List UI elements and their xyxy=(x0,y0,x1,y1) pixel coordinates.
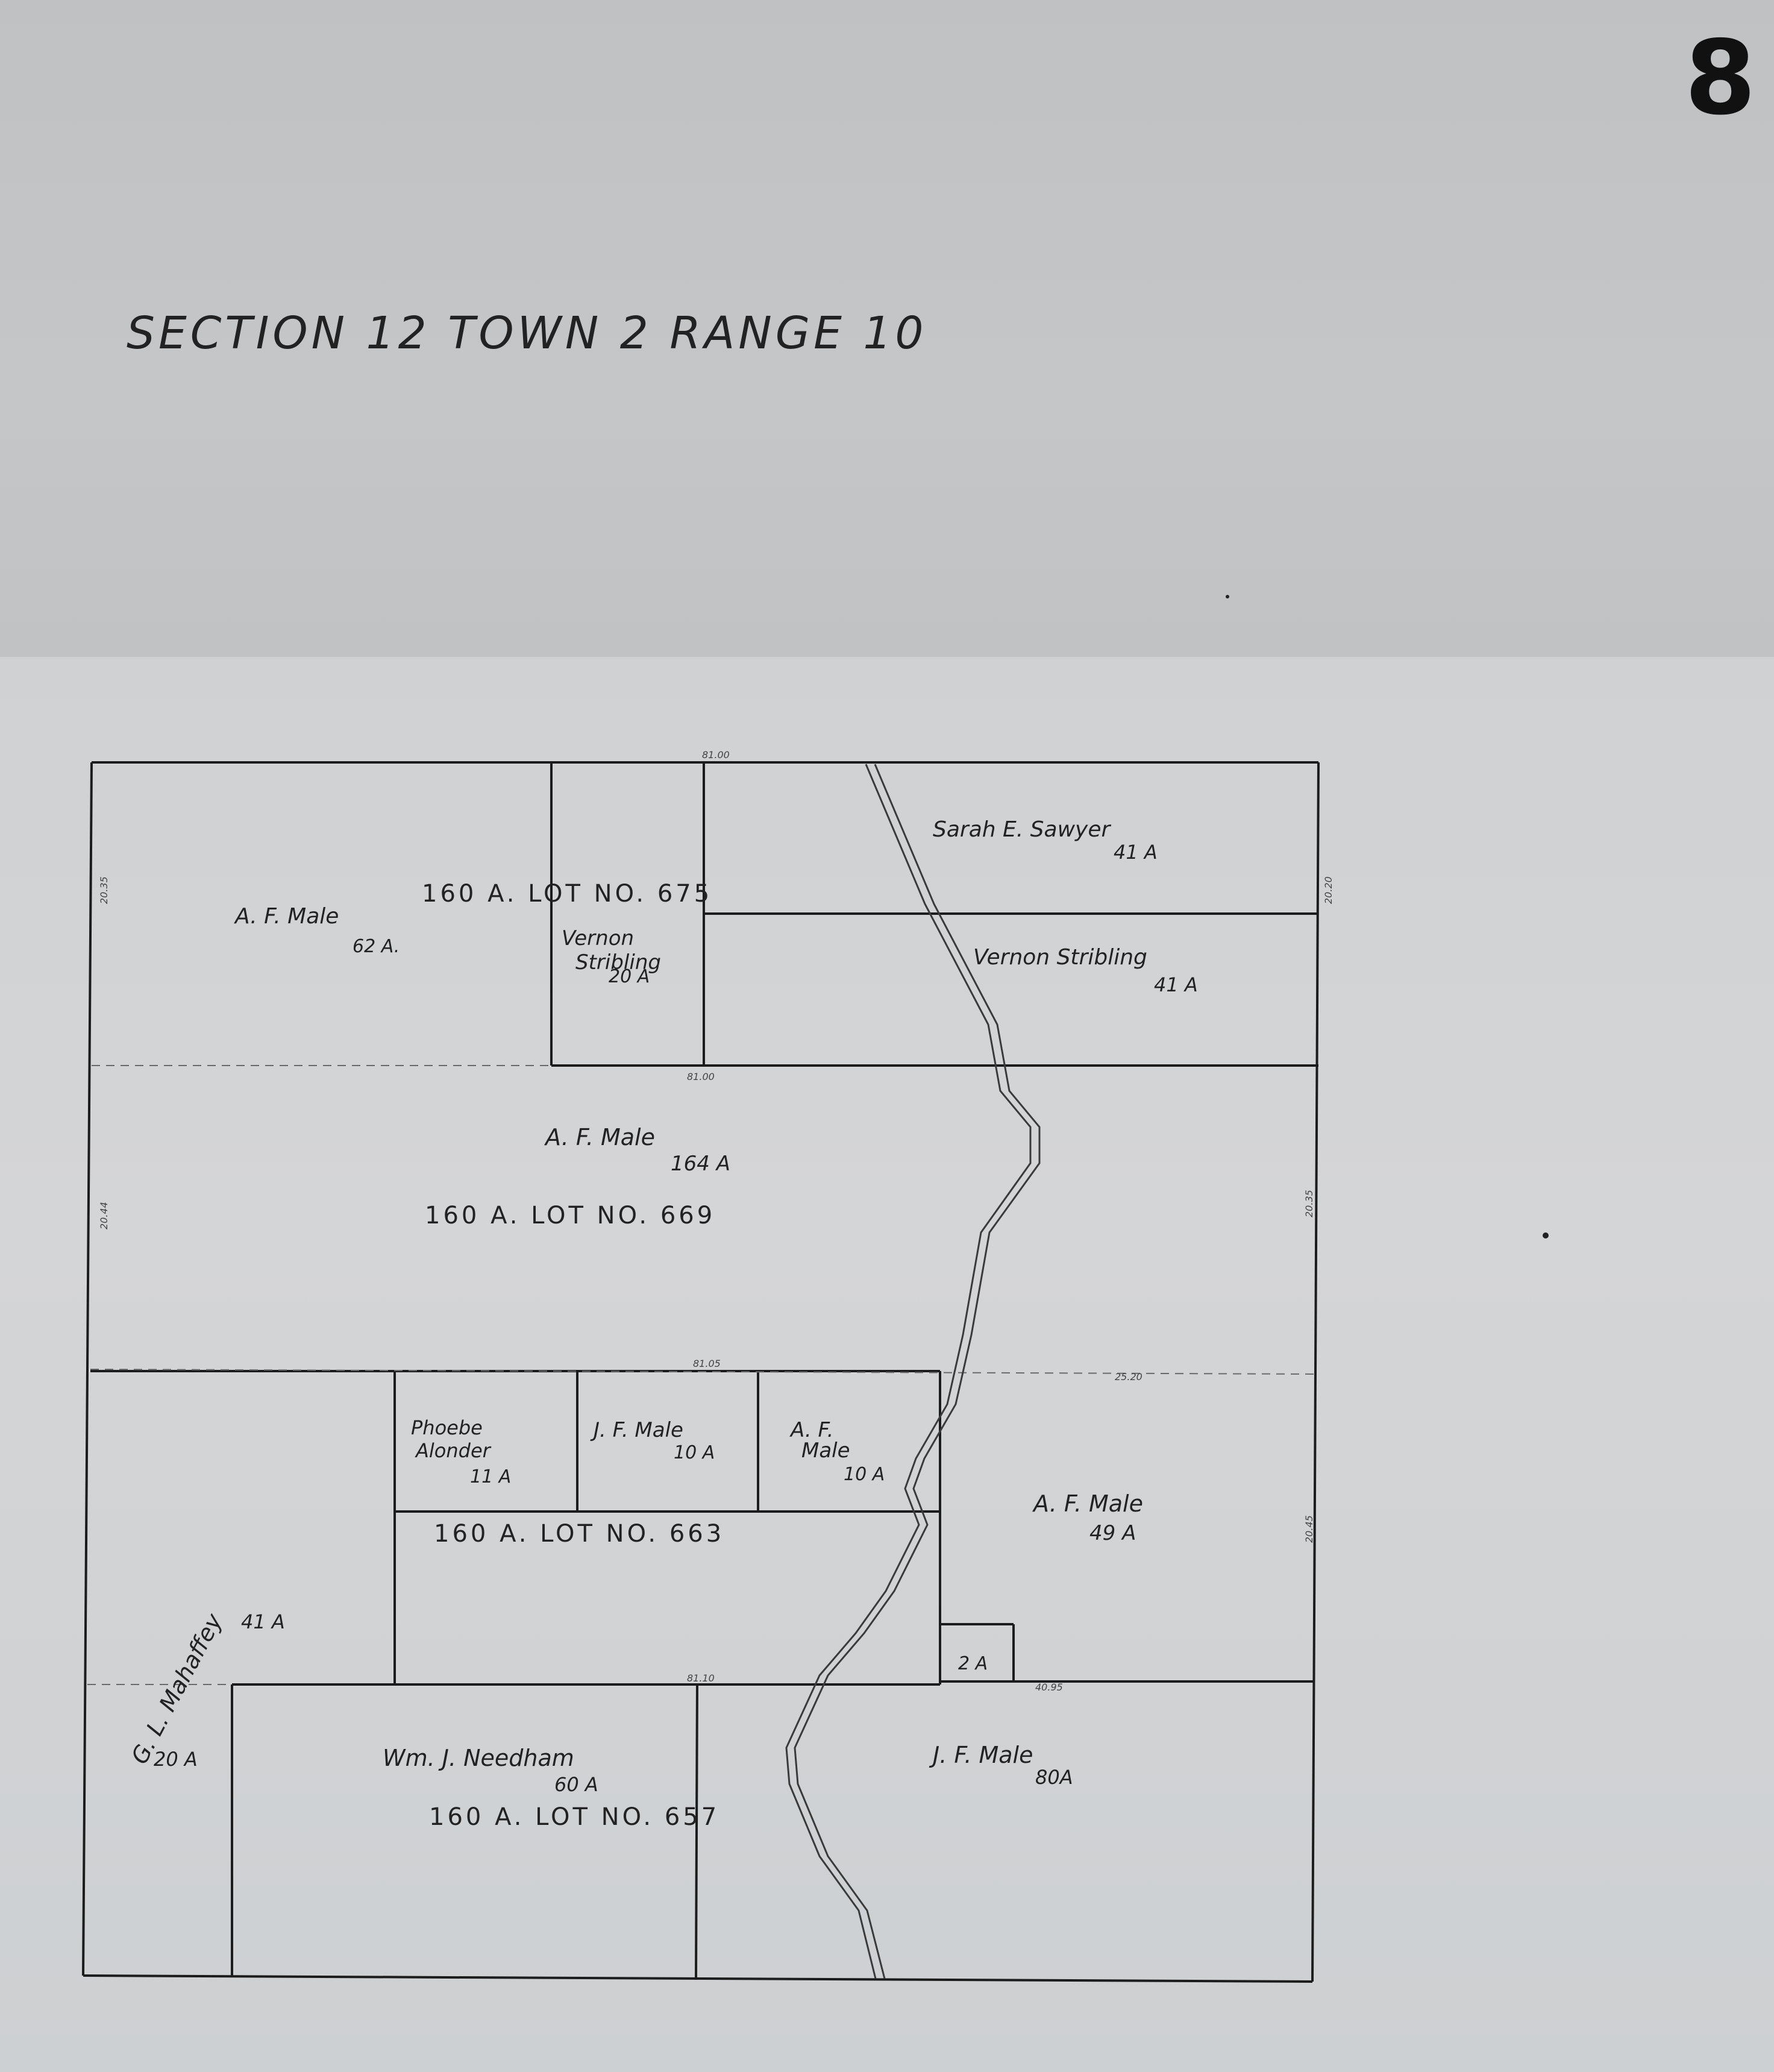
acres-gl-mahaffey-41: 41 A xyxy=(241,1610,285,1633)
acres-af-male-49: 49 A xyxy=(1089,1521,1136,1545)
paper-lower-band xyxy=(0,657,1774,2072)
owner-vernon-stribling-41: Vernon Stribling xyxy=(973,945,1147,970)
acres-small-2a: 2 A xyxy=(958,1653,988,1674)
owner-af-male-164: A. F. Male xyxy=(544,1124,655,1151)
acres-sarah-sawyer: 41 A xyxy=(1114,841,1158,864)
dim-small-right: 40.95 xyxy=(1035,1681,1063,1693)
lot-663-label: 160 A. LOT NO. 663 xyxy=(434,1520,724,1548)
boundary-west xyxy=(82,762,93,1976)
acres-phoebe-alonder: 11 A xyxy=(470,1466,511,1487)
parcel-lines xyxy=(90,762,1318,1980)
dim-left-mid: 20.44 xyxy=(98,1202,110,1229)
acres-vernon-stribling-20: 20 A xyxy=(609,966,650,987)
owner-phoebe-alonder-line2: Alonder xyxy=(415,1439,492,1462)
acres-af-male-164: 164 A xyxy=(671,1152,730,1176)
owner-vernon-stribling-20-line1: Vernon xyxy=(562,926,634,950)
owner-needham: Wm. J. Needham xyxy=(383,1745,574,1771)
sheet-number: 8 xyxy=(1684,19,1756,138)
owner-af-male-10-line2: Male xyxy=(801,1439,850,1463)
creek-line xyxy=(785,764,1041,1979)
speck-1 xyxy=(1543,1232,1549,1238)
owner-af-male-10-line1: A. F. xyxy=(789,1418,834,1442)
lot-669-label: 160 A. LOT NO. 669 xyxy=(425,1202,715,1229)
map-title: SECTION 12 TOWN 2 RANGE 10 xyxy=(127,307,927,359)
dim-top: 81.00 xyxy=(702,749,730,761)
creek-west-bank xyxy=(785,764,1032,1979)
dim-mid1: 81.00 xyxy=(687,1071,715,1082)
boundary-south xyxy=(83,1974,1313,1983)
dim-mid2: 81.05 xyxy=(693,1358,721,1369)
dashed-line-2 xyxy=(90,1369,1319,1375)
acres-vernon-stribling-41: 41 A xyxy=(1154,973,1198,996)
dim-right-center: 20.35 xyxy=(1303,1190,1315,1217)
acres-jf-male-80: 80A xyxy=(1035,1766,1073,1789)
speck-2 xyxy=(1226,595,1229,598)
acres-af-male-10: 10 A xyxy=(844,1464,885,1485)
lot-675-label: 160 A. LOT NO. 675 xyxy=(422,880,712,908)
acres-jf-male-10: 10 A xyxy=(674,1442,715,1463)
boundary-east xyxy=(1311,762,1320,1982)
dashed-lot-lines xyxy=(87,1065,1319,1685)
creek-east-bank xyxy=(794,764,1041,1979)
dim-right-top: 20.20 xyxy=(1323,876,1334,904)
owner-gl-mahaffey: G. L. Mahaffey xyxy=(126,1609,228,1769)
paper-upper-band xyxy=(0,0,1774,657)
acres-gl-mahaffey-20: 20 A xyxy=(154,1748,198,1771)
owner-sarah-sawyer: Sarah E. Sawyer xyxy=(933,817,1111,842)
line-needham-east xyxy=(695,1684,698,1980)
acres-needham: 60 A xyxy=(554,1773,598,1796)
acres-af-male-62: 62 A. xyxy=(353,936,400,957)
owner-phoebe-alonder-line1: Phoebe xyxy=(411,1416,483,1439)
owner-af-male-62: A. F. Male xyxy=(234,904,339,929)
owner-jf-male-10: J. F. Male xyxy=(590,1418,683,1442)
dim-right-low: 20.45 xyxy=(1303,1515,1315,1543)
dim-mid3: 81.10 xyxy=(687,1672,715,1684)
owner-af-male-49: A. F. Male xyxy=(1032,1490,1143,1517)
lot-657-label: 160 A. LOT NO. 657 xyxy=(429,1803,719,1831)
dim-left-top: 20.35 xyxy=(98,876,110,904)
owner-vernon-stribling-20-line2: Stribling xyxy=(575,950,661,975)
owner-jf-male-80: J. F. Male xyxy=(929,1742,1033,1768)
dim-right-mid: 25.20 xyxy=(1115,1371,1142,1383)
